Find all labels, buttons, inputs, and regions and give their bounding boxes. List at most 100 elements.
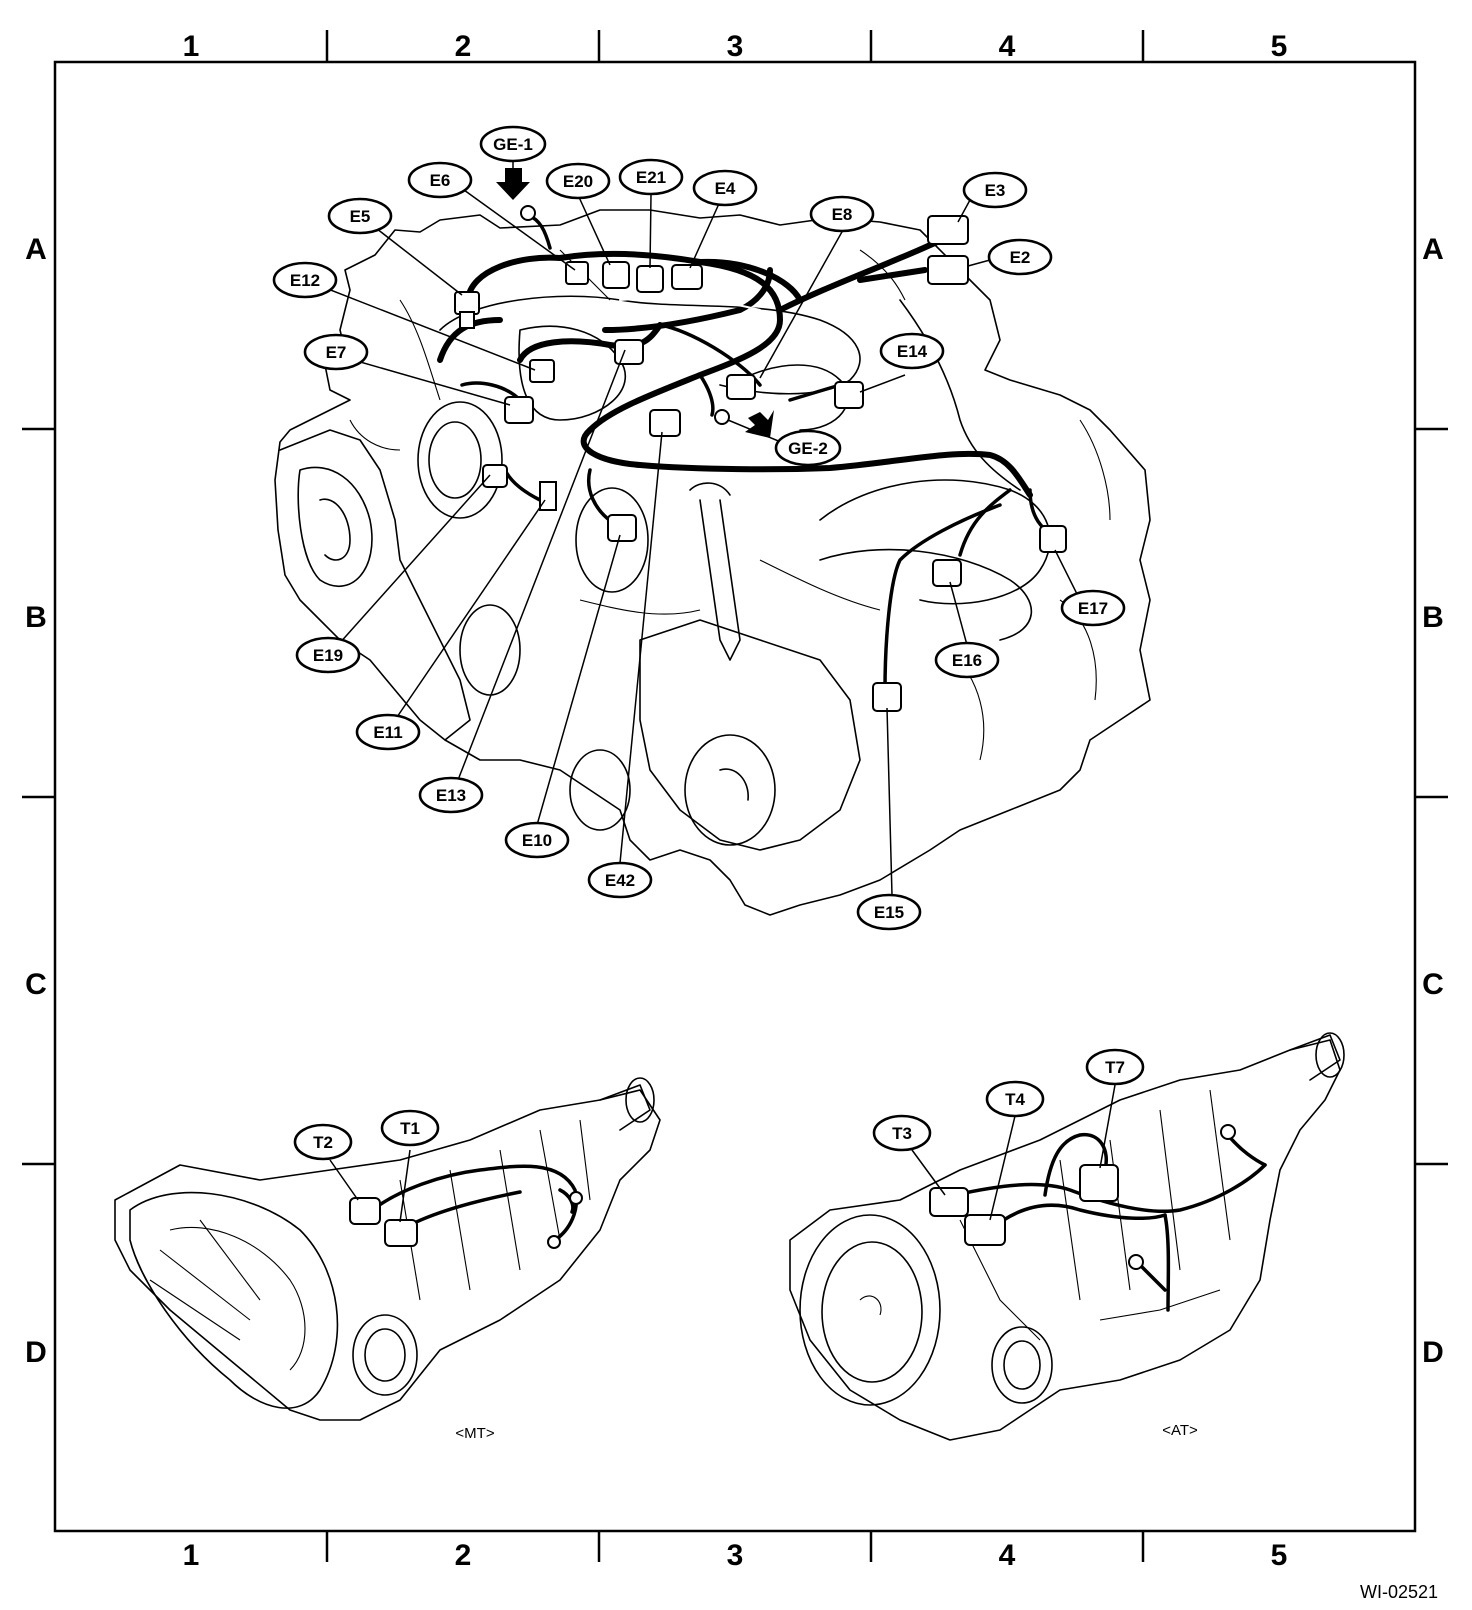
column-label: 4 <box>999 1539 1016 1572</box>
connector-T4 <box>964 1214 1006 1246</box>
tag-label: E21 <box>636 168 666 187</box>
column-labels-top: 1 2 3 4 5 <box>183 30 1288 63</box>
tag-label: E13 <box>436 786 466 805</box>
tag-T7: T7 <box>1085 1048 1145 1086</box>
engine-leaders <box>304 160 1081 896</box>
tag-E19: E19 <box>295 636 361 674</box>
tag-E6: E6 <box>407 161 473 199</box>
tag-label: E5 <box>350 207 371 226</box>
row-labels-right: A B C D <box>1422 233 1444 1369</box>
tag-E7: E7 <box>303 333 369 371</box>
tag-E21: E21 <box>618 158 684 196</box>
column-label: 2 <box>455 1539 472 1572</box>
connector-T2 <box>349 1197 381 1225</box>
at-connector-tags: T3 T4 T7 <box>872 1048 1145 1152</box>
engine-connectors <box>454 168 1067 712</box>
tag-E14: E14 <box>879 332 945 370</box>
tag-label: E19 <box>313 646 343 665</box>
tag-E12: E12 <box>272 261 338 299</box>
grid-frame <box>22 30 1448 1562</box>
tag-label: T1 <box>400 1119 420 1138</box>
tag-E11: E11 <box>355 713 421 751</box>
tag-T2: T2 <box>293 1123 353 1161</box>
ground-terminal <box>1220 1124 1236 1140</box>
column-label: 4 <box>999 30 1016 63</box>
tag-label: T3 <box>892 1124 912 1143</box>
tag-label: E7 <box>326 343 347 362</box>
mt-caption: <MT> <box>455 1425 494 1442</box>
tag-label: E42 <box>605 871 635 890</box>
at-caption: <AT> <box>1162 1422 1198 1439</box>
tag-label: E6 <box>430 171 451 190</box>
drawing-id: WI-02521 <box>1360 1582 1438 1602</box>
row-label: D <box>1422 1336 1444 1369</box>
column-label: 1 <box>183 30 200 63</box>
tag-E5: E5 <box>327 197 393 235</box>
row-label: A <box>25 233 47 266</box>
column-label: 2 <box>455 30 472 63</box>
connector-E16 <box>932 559 962 587</box>
connector-E8 <box>726 374 756 400</box>
ground-terminal-GE-2 <box>714 409 730 425</box>
connector-E2 <box>927 255 969 285</box>
row-label: C <box>25 968 47 1001</box>
connector-T1 <box>384 1219 418 1247</box>
tag-label: GE-2 <box>788 439 828 458</box>
column-label: 3 <box>727 30 744 63</box>
tag-label: E17 <box>1078 599 1108 618</box>
connector-T7 <box>1079 1164 1119 1202</box>
connector-E14 <box>834 381 864 409</box>
tag-T4: T4 <box>985 1080 1045 1118</box>
at-harness <box>911 1084 1267 1312</box>
tag-label: E20 <box>563 172 593 191</box>
connector-E12 <box>529 359 555 383</box>
connector-E10 <box>607 514 637 542</box>
arrow-icon <box>496 168 530 200</box>
tag-label: E14 <box>897 342 928 361</box>
connector-E42 <box>649 409 681 437</box>
column-label: 3 <box>727 1539 744 1572</box>
tag-E3: E3 <box>962 171 1028 209</box>
connector-E13 <box>539 481 557 511</box>
connector-E5-stem <box>459 311 475 329</box>
tag-E42: E42 <box>587 861 653 899</box>
connector-E17 <box>1039 525 1067 553</box>
tag-label: E2 <box>1010 248 1031 267</box>
tag-label: E12 <box>290 271 320 290</box>
row-label: B <box>1422 601 1444 634</box>
tag-label: E15 <box>874 903 904 922</box>
connector-E3 <box>927 215 969 245</box>
arrow-icon <box>745 410 774 438</box>
tag-E13: E13 <box>418 776 484 814</box>
row-label: B <box>25 601 47 634</box>
row-label: D <box>25 1336 47 1369</box>
tag-label: E10 <box>522 831 552 850</box>
tag-GE-1: GE-1 <box>479 125 547 163</box>
tag-E20: E20 <box>545 162 611 200</box>
row-labels-left: A B C D <box>25 233 47 1369</box>
tag-E15: E15 <box>856 893 922 931</box>
ground-terminal-GE-1 <box>520 205 536 221</box>
ground-terminal <box>569 1191 583 1205</box>
connector-E21 <box>636 265 664 293</box>
tag-label: E3 <box>985 181 1006 200</box>
tag-label: GE-1 <box>493 135 533 154</box>
tag-label: T2 <box>313 1133 333 1152</box>
engine-connector-tags: GE-1 E6 E20 E21 E4 E8 E3 E2 E5 E12 E7 E1… <box>272 125 1126 931</box>
tag-label: E16 <box>952 651 982 670</box>
tag-GE-2: GE-2 <box>774 429 842 467</box>
connector-E19-upper <box>614 339 644 365</box>
column-label: 5 <box>1271 30 1288 63</box>
tag-E4: E4 <box>692 169 758 207</box>
row-label: C <box>1422 968 1444 1001</box>
tag-T1: T1 <box>380 1109 440 1147</box>
mt-harness <box>329 1149 583 1249</box>
tag-E17: E17 <box>1060 589 1126 627</box>
tag-E16: E16 <box>934 641 1000 679</box>
connector-E4 <box>671 264 703 290</box>
tag-label: E8 <box>832 205 853 224</box>
connector-E15 <box>872 682 902 712</box>
column-label: 5 <box>1271 1539 1288 1572</box>
tag-E10: E10 <box>504 821 570 859</box>
